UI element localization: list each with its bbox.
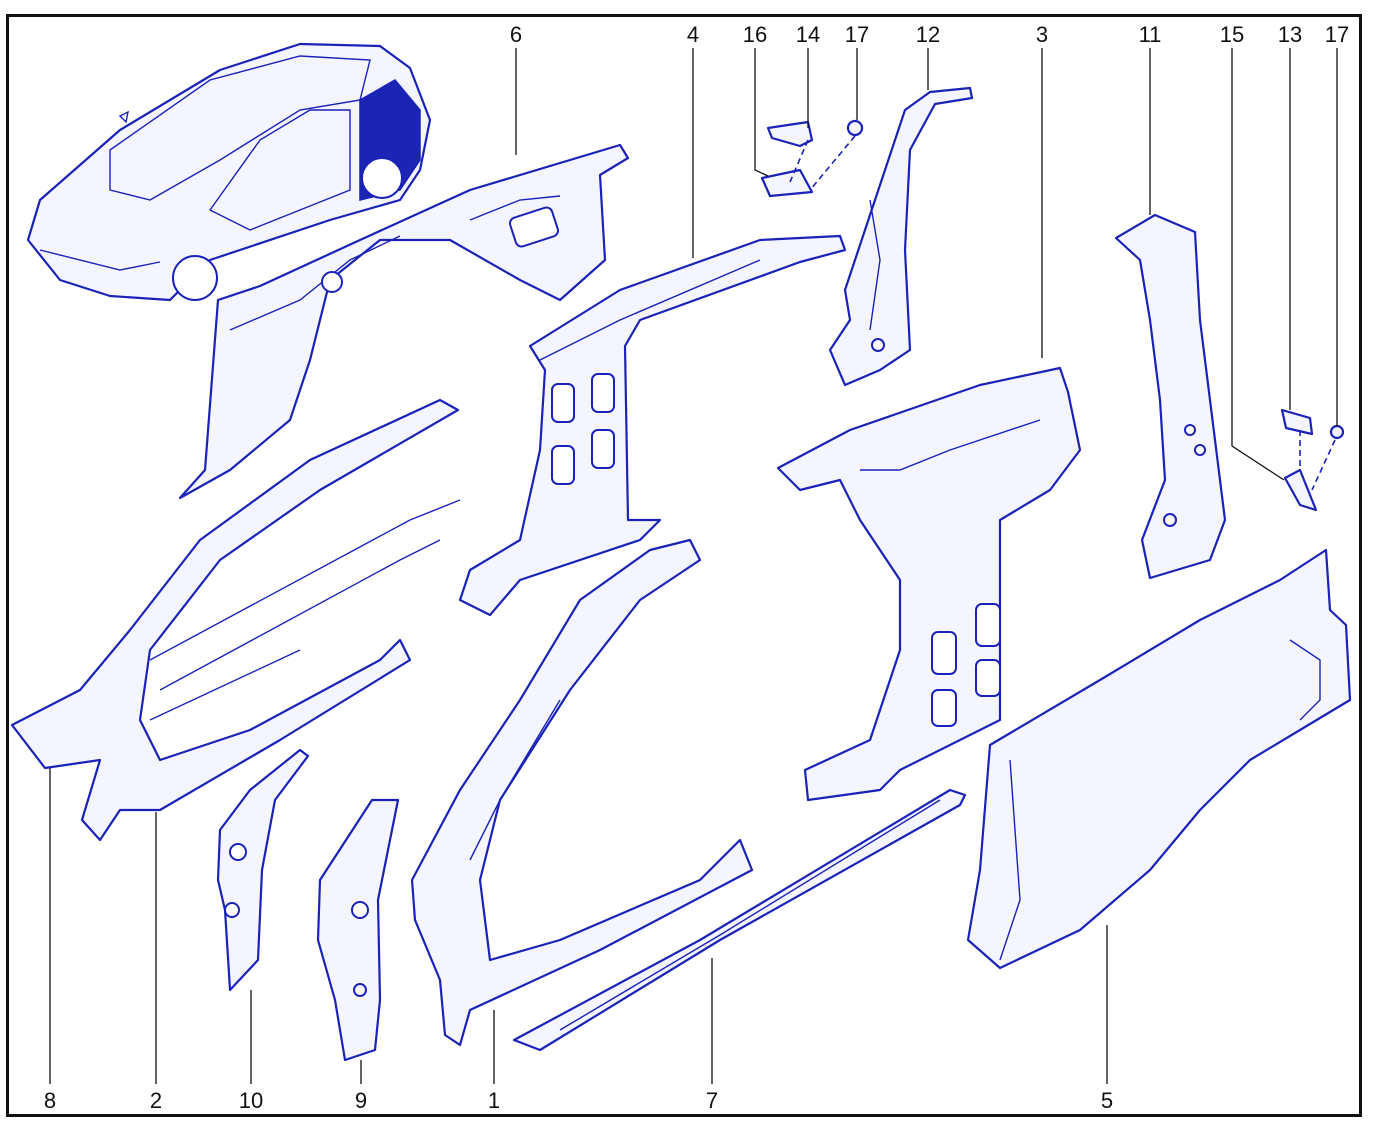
part-10-a-pillar-lower [216, 748, 310, 992]
callout-6: 6 [510, 22, 522, 47]
part-6-roof-rail-quarter [178, 143, 630, 500]
leader-lines [49, 48, 1338, 1084]
part-12-upper-reinforcement [828, 86, 974, 387]
callout-16: 16 [743, 22, 767, 47]
callout-9: 9 [355, 1088, 367, 1113]
callout-10: 10 [239, 1088, 263, 1113]
callout-15: 15 [1220, 22, 1244, 47]
part-4-b-pillar [458, 234, 847, 617]
part-8-2-front-structure [10, 398, 461, 842]
part-1-bodyside-front [410, 538, 754, 1047]
callout-5: 5 [1101, 1088, 1113, 1113]
callout-12: 12 [916, 22, 940, 47]
callout-7: 7 [706, 1088, 718, 1113]
callout-17-top: 17 [845, 22, 869, 47]
parts-14-16-17-brackets [760, 119, 864, 198]
callout-8: 8 [44, 1088, 56, 1113]
callout-4: 4 [687, 22, 699, 47]
part-9-hinge-pillar [316, 798, 400, 1062]
callout-2: 2 [150, 1088, 162, 1113]
part-5-outer-quarter-panel [966, 548, 1352, 970]
callout-11: 11 [1139, 22, 1162, 47]
part-7-sill [512, 788, 967, 1052]
part-11-rear-pillar-reinforcement [1114, 213, 1227, 580]
callout-labels: 6 4 16 14 17 12 3 11 15 13 17 8 2 10 9 1… [44, 22, 1349, 1113]
callout-17-right: 17 [1325, 22, 1349, 47]
callout-14: 14 [796, 22, 820, 47]
callout-3: 3 [1036, 22, 1048, 47]
car-overview [26, 42, 432, 302]
callout-1: 1 [488, 1088, 500, 1113]
part-3-quarter-inner [776, 366, 1082, 802]
parts-13-15-17-brackets [1280, 408, 1345, 512]
callout-13: 13 [1278, 22, 1302, 47]
